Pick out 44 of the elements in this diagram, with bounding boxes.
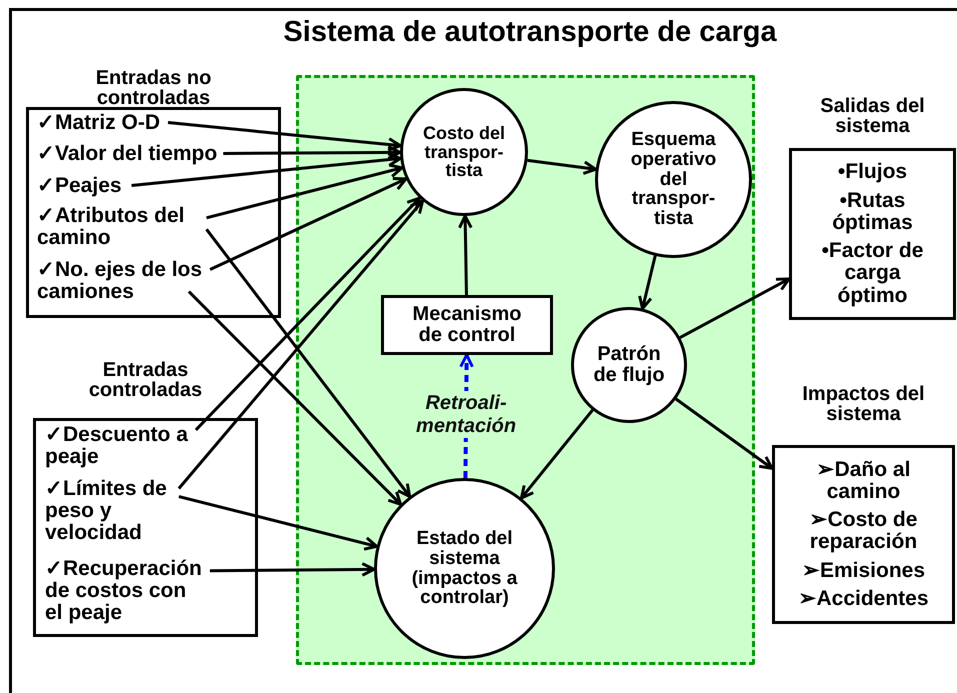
arrow (458, 214, 473, 296)
arrow (527, 158, 598, 175)
list-item: •Rutas óptimas (831, 190, 914, 234)
checklist-item: ✓No. ejes de los camiones (37, 259, 252, 304)
checklist-item: ✓Matriz O-D (37, 112, 272, 134)
list-item: ➢Emisiones (802, 560, 926, 582)
arrow (168, 121, 402, 152)
checklist-item: ✓Recuperación de costos con el peaje (45, 558, 205, 624)
arrow (188, 290, 402, 506)
arrow (209, 177, 408, 271)
checklist-item: ✓Límites de peso y velocidad (45, 478, 195, 544)
arrow (178, 495, 378, 551)
arrow (638, 255, 657, 310)
node-label: Esquema operativo del transpor-tista (630, 130, 718, 230)
checklist-item: ✓Valor del tiempo (37, 143, 272, 166)
arrow (194, 196, 422, 431)
group-heading: Entradas no controladas (94, 68, 212, 108)
arrow (205, 228, 412, 498)
group-heading: Salidas del sistema (819, 96, 926, 136)
node-label: Costo del transpor-tista (422, 124, 506, 180)
node-label: Estado del sistema (impactos a controlar) (410, 528, 518, 608)
arrow (675, 398, 774, 470)
list-item: •Flujos (838, 161, 908, 184)
group-heading: Impactos del sistema (801, 384, 926, 424)
arrow (679, 277, 790, 339)
checklist-item: ✓Peajes (37, 175, 272, 198)
diagram-title: Sistema de autotransporte de carga (282, 15, 778, 50)
system-boundary (296, 75, 755, 665)
arrow (206, 164, 404, 220)
list-item: •Factor de carga óptimo (820, 240, 924, 307)
list-item: ➢Daño al camino (816, 458, 912, 503)
group-heading: Entradas controladas (88, 360, 204, 400)
arrow (223, 145, 402, 160)
arrow (210, 562, 376, 577)
list-item: ➢Accidentes (798, 588, 929, 610)
checklist-item: ✓Atributos del camino (37, 205, 212, 250)
arrow (131, 152, 402, 187)
node-label: Mecanismo de control (412, 304, 522, 346)
node-label: Patrón de flujo (592, 344, 666, 386)
control-box (381, 295, 553, 355)
list-item: ➢Costo de reparación (808, 509, 918, 554)
arrow (178, 199, 424, 490)
checklist-item: ✓Descuento a peaje (45, 424, 240, 468)
arrow (520, 409, 594, 500)
